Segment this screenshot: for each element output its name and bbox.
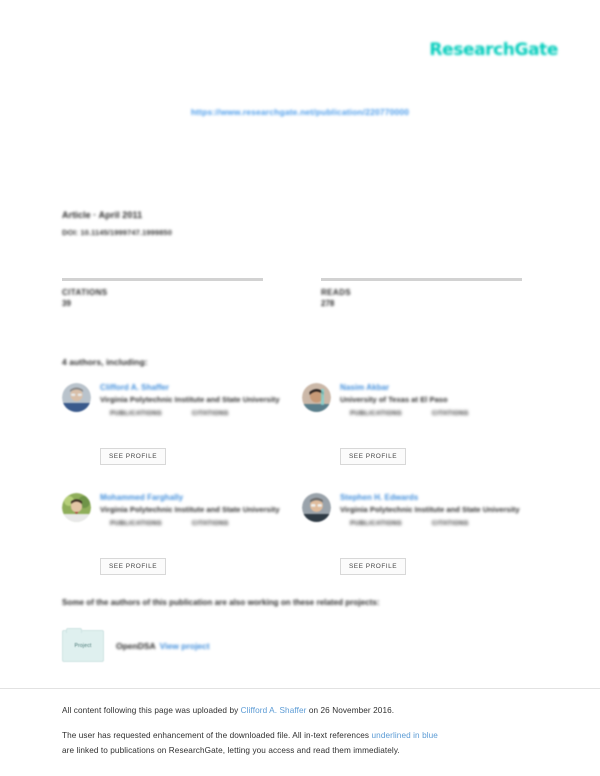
stat-citations-value: 39 xyxy=(62,299,71,308)
stat-reads-label: READS xyxy=(321,288,352,297)
footer-note: All content following this page was uplo… xyxy=(62,703,532,758)
stat-reads-value: 278 xyxy=(321,299,335,308)
stat-citations-label: CITATIONS xyxy=(62,288,108,297)
article-meta: Article · April 2011 DOI: 10.1145/199974… xyxy=(62,210,172,237)
avatar xyxy=(302,493,331,522)
author-name[interactable]: Nasim Akbar xyxy=(340,383,390,392)
see-profile-button[interactable]: SEE PROFILE xyxy=(340,558,406,575)
researchgate-logo[interactable]: ResearchGate xyxy=(429,40,558,60)
footer-enhancement-prefix: The user has requested enhancement of th… xyxy=(62,731,372,740)
title-redaction-line xyxy=(62,140,542,150)
footer-uploader-link[interactable]: Clifford A. Shaffer xyxy=(240,706,307,715)
footer-divider xyxy=(0,688,600,689)
author-name[interactable]: Stephen H. Edwards xyxy=(340,493,419,502)
publication-url-link[interactable]: https://www.researchgate.net/publication… xyxy=(190,107,410,117)
stat-citations: CITATIONS 39 xyxy=(62,278,263,308)
publication-url-row: https://www.researchgate.net/publication… xyxy=(0,102,600,120)
project-folder-icon: Project xyxy=(62,628,104,662)
project-name: OpenDSA xyxy=(116,641,156,651)
author-name[interactable]: Mohammed Farghally xyxy=(100,493,184,502)
author-publications-label: PUBLICATIONS xyxy=(110,520,162,527)
author-affiliation: Virginia Polytechnic Institute and State… xyxy=(340,505,520,514)
author-stats: PUBLICATIONS CITATIONS xyxy=(350,410,542,417)
see-profile-button[interactable]: SEE PROFILE xyxy=(100,448,166,465)
author-card[interactable]: Mohammed Farghally Virginia Polytechnic … xyxy=(62,493,302,575)
stat-rule xyxy=(321,278,522,281)
publication-stats: CITATIONS 39 READS 278 xyxy=(62,278,522,308)
author-card[interactable]: Clifford A. Shaffer Virginia Polytechnic… xyxy=(62,383,302,465)
avatar xyxy=(62,383,91,412)
author-body: Mohammed Farghally Virginia Polytechnic … xyxy=(100,493,302,527)
author-publications-label: PUBLICATIONS xyxy=(350,520,402,527)
author-stats: PUBLICATIONS CITATIONS xyxy=(110,410,302,417)
author-affiliation: Virginia Polytechnic Institute and State… xyxy=(100,505,280,514)
author-citations-label: CITATIONS xyxy=(191,410,229,417)
author-publications-label: PUBLICATIONS xyxy=(350,410,402,417)
stat-reads: READS 278 xyxy=(321,278,522,308)
author-citations-label: CITATIONS xyxy=(191,520,229,527)
view-project-link[interactable]: View project xyxy=(159,641,210,651)
footer-line-1: All content following this page was uplo… xyxy=(62,703,532,718)
author-affiliation: Virginia Polytechnic Institute and State… xyxy=(100,395,280,404)
article-type-date: Article · April 2011 xyxy=(62,210,143,220)
author-card[interactable]: Stephen H. Edwards Virginia Polytechnic … xyxy=(302,493,542,575)
footer-line-2: The user has requested enhancement of th… xyxy=(62,728,532,743)
avatar xyxy=(302,383,331,412)
author-stats: PUBLICATIONS CITATIONS xyxy=(110,520,302,527)
footer-line-3: are linked to publications on ResearchGa… xyxy=(62,746,400,755)
footer-underlined-blue-text: underlined in blue xyxy=(371,731,438,740)
stat-rule xyxy=(62,278,263,281)
authors-heading: 4 authors, including: xyxy=(62,357,148,367)
author-affiliation: University of Texas at El Paso xyxy=(340,395,448,404)
author-citations-label: CITATIONS xyxy=(431,410,469,417)
avatar xyxy=(62,493,91,522)
authors-grid: Clifford A. Shaffer Virginia Polytechnic… xyxy=(62,383,540,575)
author-publications-label: PUBLICATIONS xyxy=(110,410,162,417)
footer-upload-suffix: on 26 November 2016. xyxy=(306,706,395,715)
related-projects-heading: Some of the authors of this publication … xyxy=(62,598,380,607)
author-stats: PUBLICATIONS CITATIONS xyxy=(350,520,542,527)
author-citations-label: CITATIONS xyxy=(431,520,469,527)
author-card[interactable]: Nasim Akbar University of Texas at El Pa… xyxy=(302,383,542,465)
see-profile-button[interactable]: SEE PROFILE xyxy=(340,448,406,465)
researchgate-logo-text: ResearchGate xyxy=(429,40,558,60)
article-doi: DOI: 10.1145/1999747.1999850 xyxy=(62,228,172,237)
footer-upload-prefix: All content following this page was uplo… xyxy=(62,706,241,715)
author-body: Clifford A. Shaffer Virginia Polytechnic… xyxy=(100,383,302,417)
project-thumb-label: Project xyxy=(74,643,92,649)
see-profile-button[interactable]: SEE PROFILE xyxy=(100,558,166,575)
author-name[interactable]: Clifford A. Shaffer xyxy=(100,383,170,392)
author-body: Stephen H. Edwards Virginia Polytechnic … xyxy=(340,493,542,527)
author-body: Nasim Akbar University of Texas at El Pa… xyxy=(340,383,542,417)
publication-title-block xyxy=(62,140,542,150)
